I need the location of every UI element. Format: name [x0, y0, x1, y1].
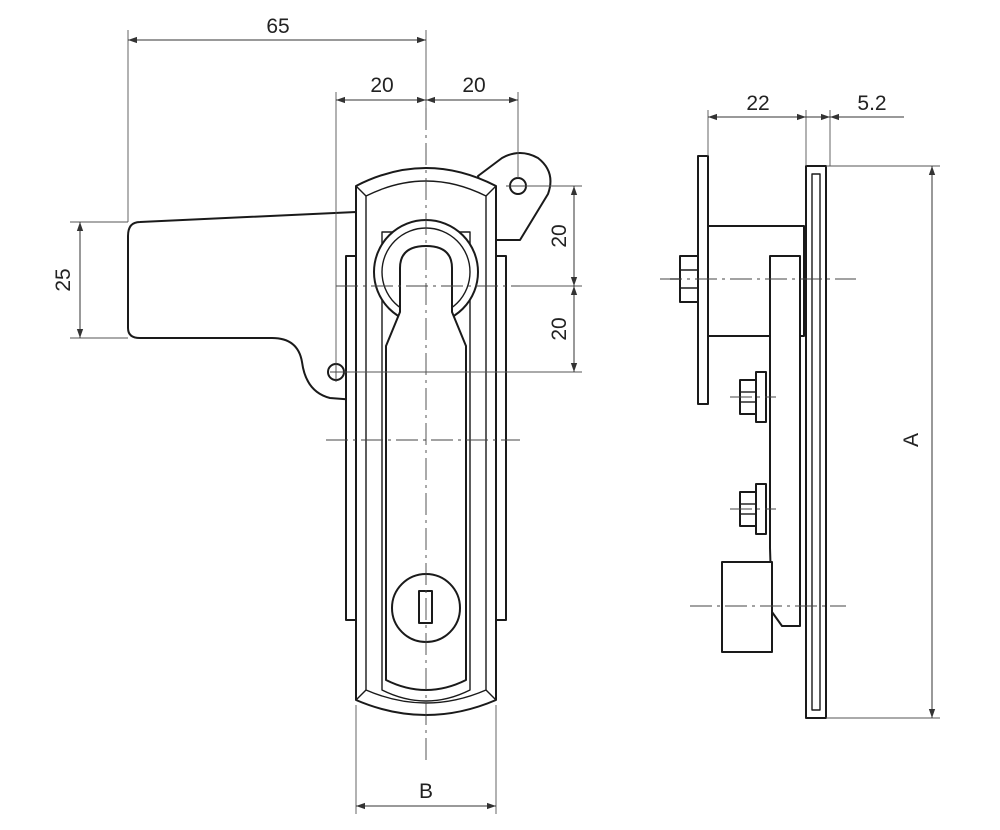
dim-label-5-2: 5.2: [857, 92, 886, 115]
key-cylinder-block: [721, 561, 773, 653]
dim-label-20-lower: 20: [548, 317, 571, 340]
face-plate-outer: [805, 165, 827, 719]
side-centerlines: [660, 278, 856, 607]
mounting-flange: [697, 155, 709, 405]
dim-label-20-upper: 20: [548, 224, 571, 247]
face-plate-inner: [811, 173, 821, 711]
handle-paddle: [127, 211, 357, 401]
front-centerlines: [326, 108, 530, 760]
dim-label-20-right: 20: [462, 74, 485, 97]
lever-recess: [381, 231, 471, 702]
keyway-slot: [418, 590, 433, 624]
dim-label-25: 25: [52, 268, 75, 291]
lever-stem: [769, 255, 801, 627]
dim-label-a: A: [900, 433, 923, 447]
front-extension-lines: [70, 30, 582, 814]
side-dimension-lines: [708, 113, 936, 718]
side-view: [670, 155, 827, 719]
dim-label-20-left: 20: [370, 74, 393, 97]
dim-label-65: 65: [266, 15, 289, 38]
dim-label-b: B: [419, 780, 433, 803]
front-view: [127, 152, 552, 716]
front-dimension-lines: [76, 36, 578, 810]
dim-label-22: 22: [746, 92, 769, 115]
